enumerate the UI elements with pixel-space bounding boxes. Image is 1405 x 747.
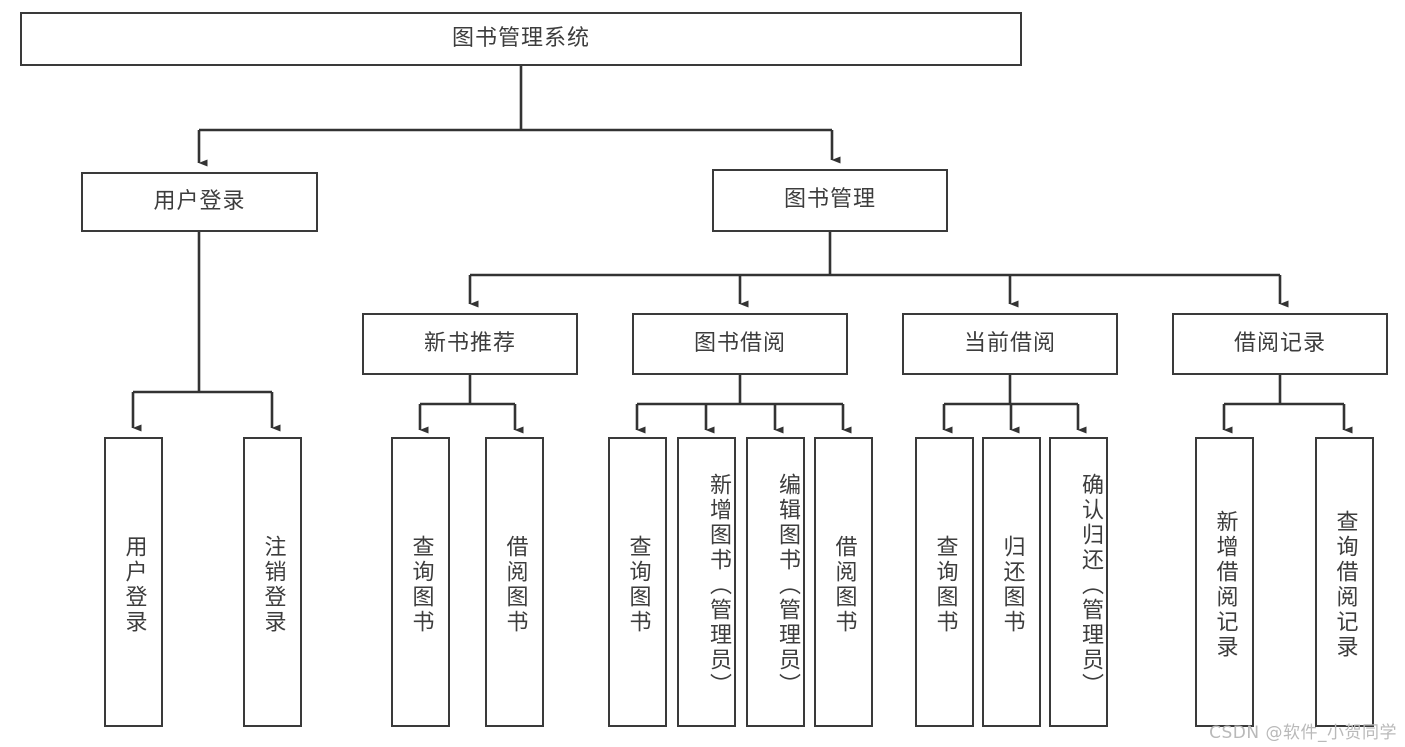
node-label: 借阅图书 [502, 535, 528, 635]
leaf-book-borrow-edit-book-admin[interactable]: 编辑图书（管理员） [746, 437, 805, 727]
node-label: 图书借阅 [693, 330, 786, 356]
node-book-borrow[interactable]: 图书借阅 [632, 313, 848, 375]
leaf-user-login-logout[interactable]: 注销登录 [243, 437, 302, 727]
node-label: 用户登录 [121, 535, 147, 635]
node-current-borrow[interactable]: 当前借阅 [902, 313, 1118, 375]
node-label: 新增借阅记录 [1212, 510, 1238, 660]
node-label: 注销登录 [260, 535, 286, 635]
node-label: 借阅图书 [831, 535, 857, 635]
node-label: 编辑图书（管理员） [775, 472, 800, 698]
node-new-book-recommend[interactable]: 新书推荐 [362, 313, 578, 375]
node-user-login[interactable]: 用户登录 [81, 172, 318, 232]
node-label: 用户登录 [153, 188, 246, 214]
node-label: 新增图书（管理员） [706, 472, 731, 698]
node-borrow-records[interactable]: 借阅记录 [1172, 313, 1388, 375]
node-label: 新书推荐 [423, 330, 516, 356]
csdn-watermark: CSDN @软件_小贺同学 [1209, 723, 1397, 743]
node-label: 图书管理系统 [451, 25, 590, 51]
leaf-user-login-login[interactable]: 用户登录 [104, 437, 163, 727]
node-label: 查询图书 [625, 535, 651, 635]
leaf-borrow-records-add-record[interactable]: 新增借阅记录 [1195, 437, 1254, 727]
leaf-book-borrow-borrow-book[interactable]: 借阅图书 [814, 437, 873, 727]
leaf-book-borrow-add-book-admin[interactable]: 新增图书（管理员） [677, 437, 736, 727]
leaf-current-borrow-query-book[interactable]: 查询图书 [915, 437, 974, 727]
node-label: 确认归还（管理员） [1078, 472, 1103, 698]
node-label: 查询图书 [408, 535, 434, 635]
node-label: 查询借阅记录 [1332, 510, 1358, 660]
node-label: 归还图书 [999, 535, 1025, 635]
node-book-management[interactable]: 图书管理 [712, 169, 948, 232]
leaf-current-borrow-confirm-return-admin[interactable]: 确认归还（管理员） [1049, 437, 1108, 727]
node-label: 借阅记录 [1233, 330, 1326, 356]
node-label: 当前借阅 [963, 330, 1056, 356]
leaf-current-borrow-return-book[interactable]: 归还图书 [982, 437, 1041, 727]
leaf-new-book-query-book[interactable]: 查询图书 [391, 437, 450, 727]
node-label: 图书管理 [783, 187, 876, 213]
leaf-new-book-borrow-book[interactable]: 借阅图书 [485, 437, 544, 727]
node-label: 查询图书 [932, 535, 958, 635]
leaf-book-borrow-query-book[interactable]: 查询图书 [608, 437, 667, 727]
node-root-book-management-system[interactable]: 图书管理系统 [20, 12, 1022, 66]
leaf-borrow-records-query-record[interactable]: 查询借阅记录 [1315, 437, 1374, 727]
